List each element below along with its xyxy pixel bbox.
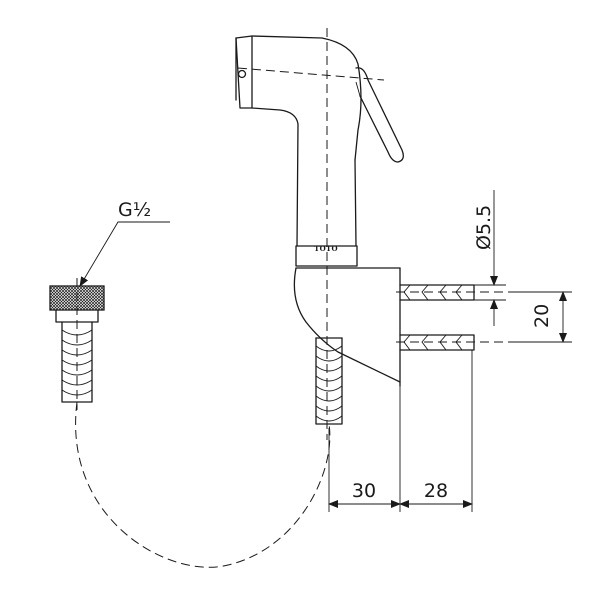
hose-loop (75, 401, 331, 568)
brand-label: TOTO (314, 244, 338, 253)
hose-left-end (49, 278, 105, 410)
thread-size-label: G½ (118, 199, 151, 221)
projection-dim-label: 28 (424, 480, 448, 502)
offset-dim-label: 30 (352, 480, 376, 502)
thread-callout (79, 221, 170, 287)
hose-right-end (315, 337, 343, 425)
bottom-dims (328, 350, 473, 512)
hole-diameter-label: Ø5.5 (473, 205, 495, 250)
plug-spacing-dim (508, 291, 572, 343)
hole-diameter-dim (474, 190, 506, 326)
plug-spacing-label: 20 (531, 304, 553, 328)
wall-holder (293, 267, 508, 387)
